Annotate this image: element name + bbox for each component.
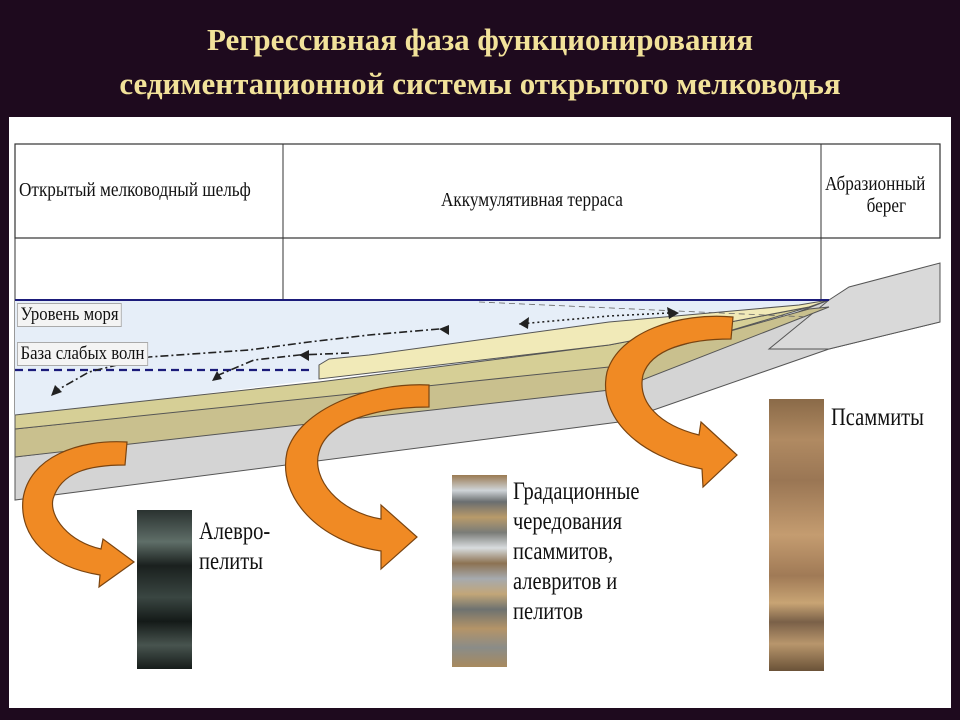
slide-title: Регрессивная фаза функционирования седим… [0, 18, 960, 106]
rock-label-psammites: Псаммиты [831, 403, 924, 433]
rock-label-line: Алевро- [199, 518, 271, 545]
rock-label-aleuropelites: Алевро- пелиты [199, 517, 270, 577]
zone-label-shore: Абразионный берег [825, 173, 925, 217]
title-line-1: Регрессивная фаза функционирования [207, 22, 753, 57]
wave-base-label: База слабых волн [17, 342, 148, 366]
title-line-2: седиментационной системы открытого мелко… [119, 66, 841, 101]
trajectory-1 [518, 312, 670, 325]
sea-level-label: Уровень моря [17, 303, 123, 327]
arrowhead-3b [212, 371, 222, 381]
rock-label-line: Градационные [513, 478, 640, 505]
diagram-panel: Открытый мелководный шельф Аккумулятивна… [9, 117, 951, 708]
trajectory-2 [148, 328, 440, 358]
arrowhead-1b [667, 307, 679, 319]
curved-arrow-icon [285, 384, 430, 571]
trajectory-3 [213, 352, 350, 378]
cross-section-diagram [14, 143, 941, 671]
zone-label-shore-line2: берег [866, 195, 907, 217]
core-sample-image [769, 399, 824, 671]
rock-label-line: пелиты [199, 548, 264, 575]
curved-arrow-icon [605, 315, 738, 489]
rock-label-line: чередования [513, 508, 623, 535]
core-sample-image [452, 475, 507, 667]
zone-label-shore-line1: Абразионный [825, 173, 926, 195]
arrowhead-3 [299, 350, 309, 361]
arrowhead-1 [519, 317, 529, 329]
arrowhead-4 [51, 385, 62, 396]
zone-header-frame [14, 143, 941, 239]
curved-arrow-icon [22, 441, 136, 589]
shore-bedrock [767, 262, 941, 350]
arrowhead-2 [439, 325, 449, 335]
rock-label-gradational: Градационные чередования псаммитов, алев… [513, 477, 639, 627]
rock-label-line: псаммитов, [513, 538, 614, 565]
rock-label-line: алевритов и [513, 568, 618, 595]
rock-label-line: Псаммиты [831, 404, 924, 431]
guide-line [478, 301, 810, 318]
zone-label-terrace: Аккумулятивная терраса [441, 189, 623, 211]
zone-label-shelf: Открытый мелководный шельф [19, 179, 251, 201]
rock-label-line: пелитов [513, 598, 583, 625]
core-sample-image [137, 510, 192, 669]
